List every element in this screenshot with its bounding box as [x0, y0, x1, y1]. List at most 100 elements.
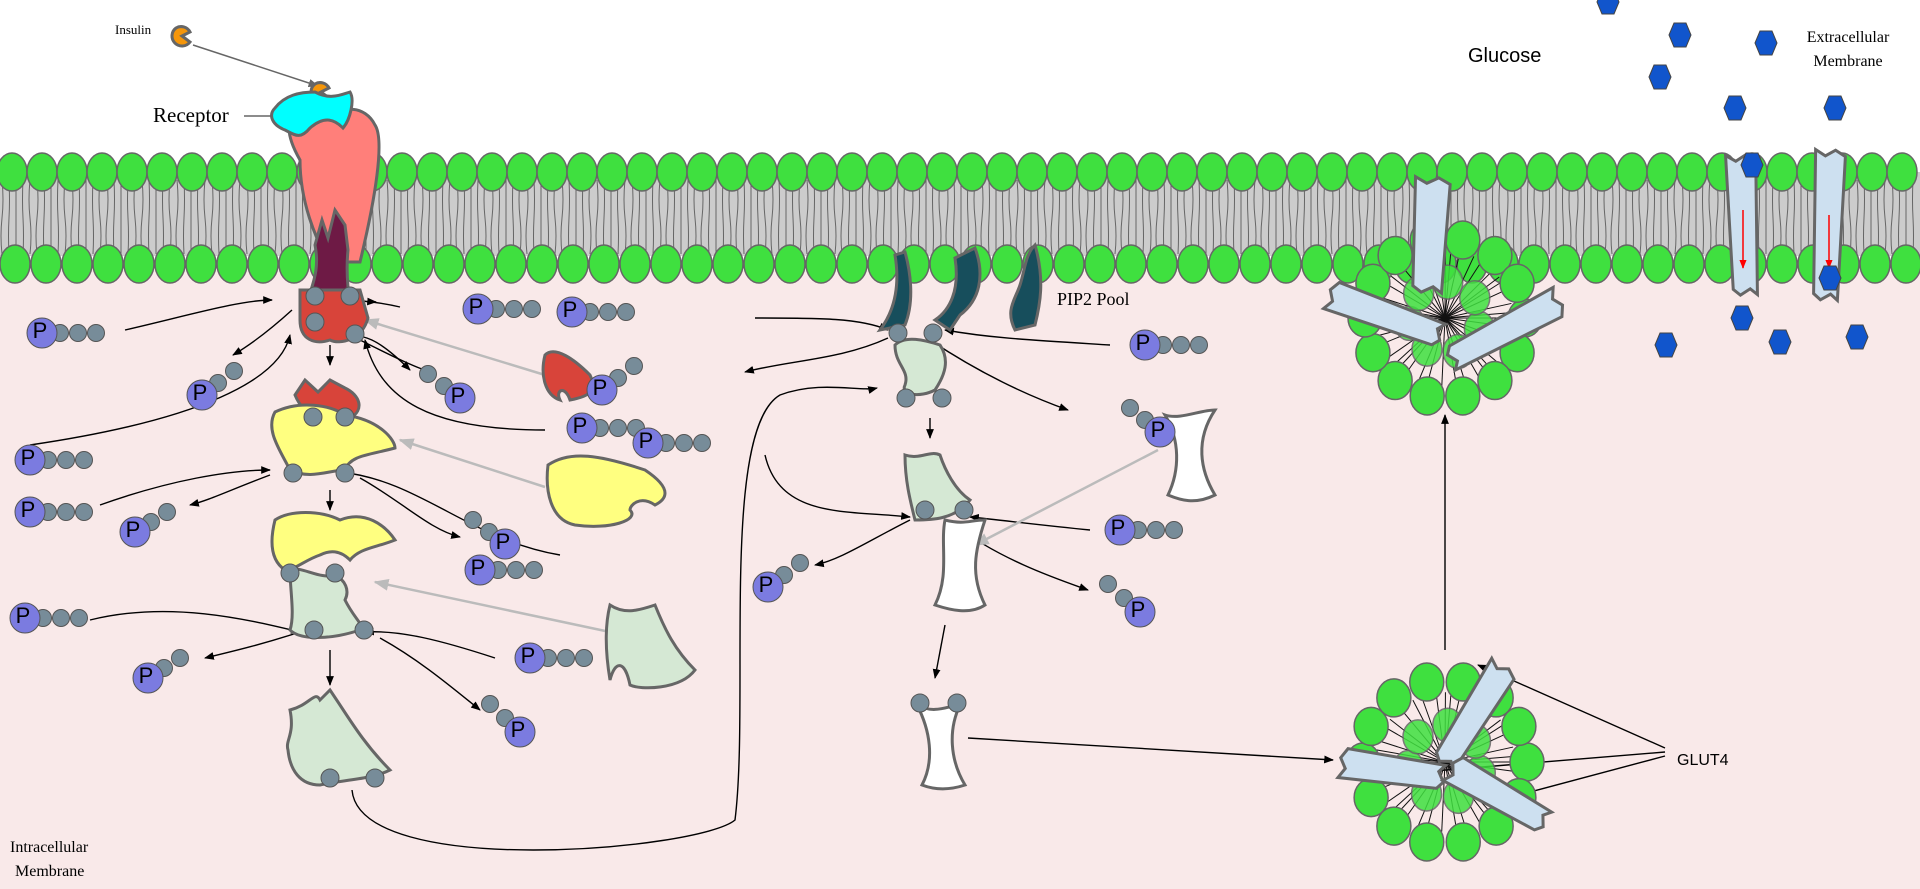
lipid-tail	[1533, 179, 1537, 255]
phosphate-bead	[525, 561, 543, 579]
phosphate-circle	[119, 516, 151, 548]
lipid-tail	[1288, 179, 1292, 255]
insulin-free	[170, 25, 193, 48]
lipid-tail	[1638, 179, 1642, 255]
lipid-tail	[113, 179, 115, 255]
pip2-molecule	[1009, 242, 1043, 332]
lipid-tail	[78, 179, 80, 255]
lipid-head	[536, 152, 568, 192]
lipid-tail	[393, 179, 395, 255]
phosphate-bead	[625, 357, 643, 375]
lipid-tail	[827, 179, 829, 255]
lipid-tail	[595, 179, 599, 255]
lipid-tail	[1295, 179, 1299, 255]
lipid-tail	[1085, 179, 1089, 255]
glucose-molecule	[1754, 30, 1778, 56]
phosphate-bead	[1190, 336, 1208, 354]
lipid-head	[1316, 152, 1348, 192]
atp-molecule: P	[632, 427, 711, 459]
lipid-tail	[1358, 179, 1362, 255]
phosphate-bead	[419, 365, 437, 383]
phosphorylation-site	[280, 563, 300, 583]
lipid-head	[386, 152, 418, 192]
phosphate-circle	[1144, 416, 1176, 448]
pi3k-free	[604, 602, 697, 690]
reaction-arrow	[932, 624, 946, 679]
lipid-tail	[1863, 179, 1865, 255]
insulin-label: Insulin	[115, 22, 152, 37]
lipid-tail	[1758, 179, 1760, 255]
lipid-tail	[1667, 179, 1669, 255]
lipid-tail	[658, 179, 662, 255]
phosphate-chain: P	[119, 503, 176, 548]
lipid-head	[266, 152, 298, 192]
phosphate-bead	[507, 561, 525, 579]
lipid-tail	[813, 179, 815, 255]
phosphate-label: P	[511, 717, 526, 742]
lipid-tail	[210, 179, 214, 255]
pdk1-bound	[932, 518, 988, 613]
phosphate-bead	[464, 511, 482, 529]
vesicle-lipid-head	[1376, 806, 1412, 846]
phosphate-bead	[75, 451, 93, 469]
phosphate-label: P	[563, 297, 578, 322]
phosphate-label: P	[573, 413, 588, 438]
lipid-tail	[1142, 179, 1144, 255]
lipid-tail	[1128, 179, 1130, 255]
lipid-tail	[932, 179, 934, 255]
lipid-tail	[1338, 179, 1340, 255]
phosphate-bead	[158, 503, 176, 521]
lipid-head	[1766, 244, 1798, 284]
lipid-head	[619, 244, 651, 284]
lipid-tail	[903, 179, 907, 255]
phosphate-chain: P	[481, 695, 536, 748]
atp-molecule: P	[1104, 514, 1183, 546]
lipid-tail	[840, 179, 844, 255]
lipid-tail	[533, 179, 535, 255]
lipid-head	[557, 244, 589, 284]
glut4-label: GLUT4	[1677, 752, 1729, 769]
lipid-head	[26, 152, 58, 192]
phosphate-label: P	[593, 375, 608, 400]
phosphorylation-site	[947, 693, 967, 713]
irs-kinase-free	[541, 350, 594, 403]
extracellular-label-line1: Extracellular	[1807, 29, 1890, 46]
lipid-tail	[1793, 179, 1795, 255]
phosphorylation-site	[932, 388, 952, 408]
vesicle-lipid-head	[1377, 360, 1413, 401]
reaction-arrow	[944, 327, 1111, 346]
lipid-head	[1016, 152, 1048, 192]
receptor-alpha-subunit	[287, 107, 381, 264]
phosphate-bead	[75, 503, 93, 521]
pdk1-free	[1161, 408, 1218, 503]
lipid-head	[1332, 244, 1364, 284]
phosphate-circle	[444, 382, 476, 414]
lipid-head	[0, 244, 31, 284]
lipid-head	[805, 244, 837, 284]
lipid-tail	[1218, 179, 1222, 255]
lipid-head	[1766, 152, 1798, 192]
lipid-tail	[1015, 179, 1019, 255]
lipid-head	[176, 152, 208, 192]
phosphate-bead	[52, 609, 70, 627]
reaction-arrow	[89, 610, 301, 634]
pip2-molecule	[932, 245, 982, 333]
lipid-head	[896, 152, 928, 192]
lipid-tail	[1708, 179, 1712, 255]
atp-molecule: P	[26, 317, 105, 349]
lipid-head	[185, 244, 217, 284]
glucose-molecule	[1730, 305, 1754, 331]
lipid-head	[866, 152, 898, 192]
vesicle-lipid-head	[1501, 706, 1537, 747]
lipid-tail	[483, 179, 487, 255]
lipid-tail	[105, 179, 109, 255]
reaction-arrow	[232, 309, 293, 356]
lipid-head	[991, 244, 1023, 284]
phosphate-circle	[514, 642, 546, 674]
phosphate-circle	[752, 571, 784, 603]
lipid-head	[566, 152, 598, 192]
vesicle-lipid-head	[1445, 822, 1481, 862]
phosphate-chain: P	[1121, 399, 1176, 448]
phosphorylation-site	[354, 620, 374, 640]
lipid-tail	[1198, 179, 1200, 255]
